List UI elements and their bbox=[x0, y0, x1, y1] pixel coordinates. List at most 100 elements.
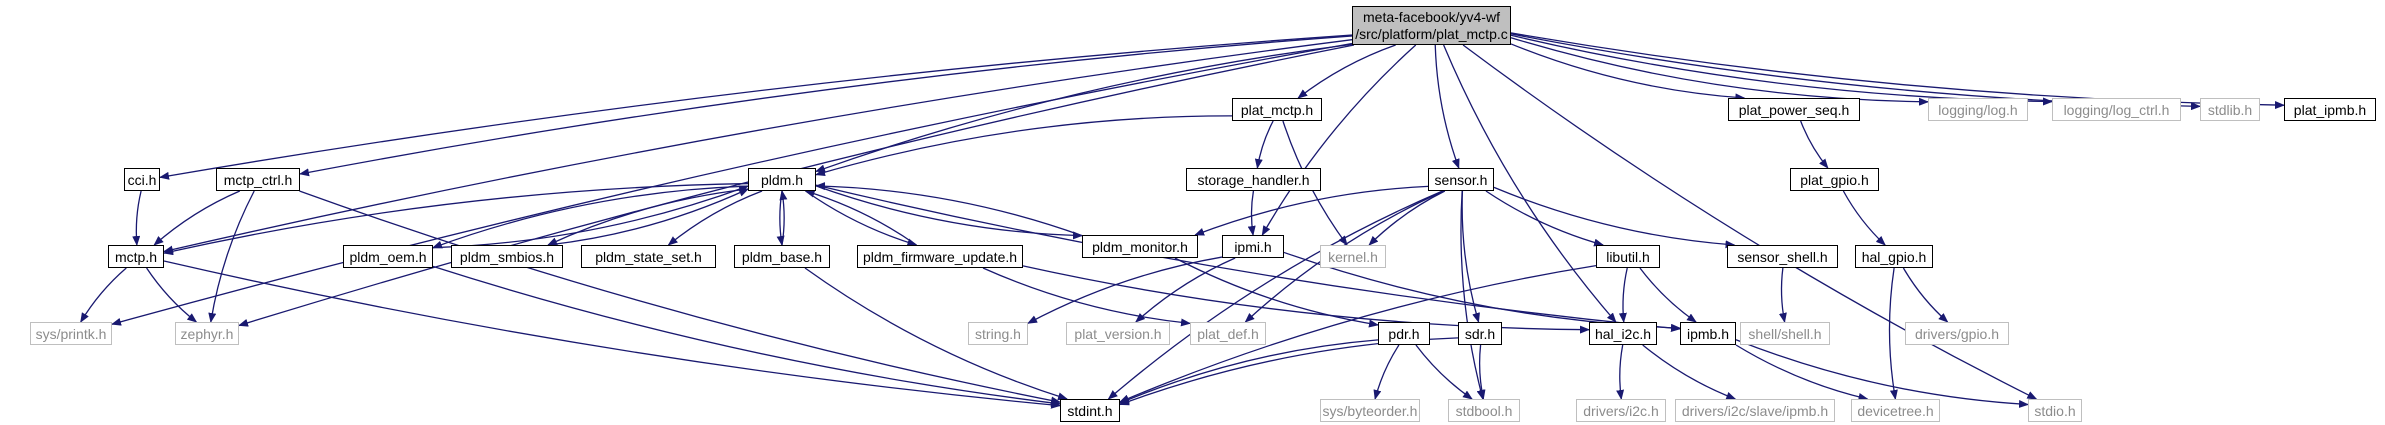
node-ipmb-h[interactable]: ipmb.h bbox=[1680, 322, 1736, 345]
edge-libutil-h-to-hal-i2c-h bbox=[1618, 267, 1628, 323]
edge-root-to-plat-mctp-h bbox=[1297, 44, 1396, 99]
edge-ipmi-h-to-plat-version-h bbox=[1135, 257, 1236, 323]
edge-mctp-h-to-sys-printk-h bbox=[80, 267, 127, 323]
node-pldm-base-h[interactable]: pldm_base.h bbox=[734, 245, 830, 268]
root-line-1: meta-facebook/yv4-wf bbox=[1363, 8, 1500, 25]
edge-pldm-firmware-update-h-to-plat-def-h bbox=[982, 267, 1191, 327]
edge-root-to-cci-h bbox=[159, 34, 1353, 180]
node-cci-h[interactable]: cci.h bbox=[124, 168, 160, 191]
node-drivers-i2c-slave-ipmb-h[interactable]: drivers/i2c/slave/ipmb.h bbox=[1675, 399, 1835, 422]
node-pldm-state-set-h[interactable]: pldm_state_set.h bbox=[581, 245, 716, 268]
edge-sensor-h-to-sensor-shell-h bbox=[1493, 186, 1736, 249]
edge-pldm-h-to-pldm-firmware-update-h bbox=[805, 190, 918, 247]
edge-plat-mctp-h-to-storage-handler-h bbox=[1254, 120, 1274, 169]
node-stdlib-h[interactable]: stdlib.h bbox=[2200, 98, 2260, 121]
edge-sensor-h-to-stdint-h bbox=[1107, 190, 1443, 400]
node-plat-gpio-h[interactable]: plat_gpio.h bbox=[1790, 168, 1879, 191]
edge-pldm-h-to-pldm-oem-h bbox=[432, 185, 749, 249]
node-mctp-h[interactable]: mctp.h bbox=[108, 245, 164, 268]
node-string-h[interactable]: string.h bbox=[968, 322, 1028, 345]
edge-root-to-sys-printk-h bbox=[111, 42, 1353, 326]
node-plat-power-seq-h[interactable]: plat_power_seq.h bbox=[1728, 98, 1860, 121]
node-hal-i2c-h[interactable]: hal_i2c.h bbox=[1589, 322, 1657, 345]
edge-pldm-oem-h-to-stdint-h bbox=[432, 265, 1061, 407]
node-zephyr-h[interactable]: zephyr.h bbox=[175, 322, 239, 345]
edge-root-to-stdio-h bbox=[1462, 44, 2038, 400]
edge-mctp-ctrl-h-to-stdint-h bbox=[299, 190, 1061, 405]
edge-root-to-plat-power-seq-h bbox=[1510, 43, 1746, 102]
edge-pldm-base-h-to-pldm-h bbox=[779, 190, 788, 246]
edge-ipmb-h-to-devicetree-h bbox=[1735, 344, 1869, 401]
edge-ipmi-h-to-string-h bbox=[1027, 256, 1223, 324]
edge-pldm-h-to-pldm-monitor-h bbox=[815, 185, 1083, 240]
edge-mctp-h-to-stdint-h bbox=[163, 260, 1061, 409]
edge-mctp-ctrl-h-to-zephyr-h bbox=[208, 190, 255, 323]
node-libutil-h[interactable]: libutil.h bbox=[1596, 245, 1660, 268]
edge-pldm-h-to-pldm-smbios-h bbox=[547, 188, 749, 246]
root-line-2: /src/platform/plat_mctp.c bbox=[1355, 25, 1508, 42]
edge-hal-i2c-h-to-drivers-i2c-h bbox=[1616, 344, 1625, 400]
edge-root-to-sensor-h bbox=[1434, 44, 1460, 169]
edge-pldm-h-to-pldm-state-set-h bbox=[667, 190, 763, 246]
edge-ipmb-h-to-stdio-h bbox=[1735, 339, 2029, 408]
edge-pldm-firmware-update-h-to-pldm-h bbox=[804, 189, 917, 246]
edge-pldm-h-to-ipmb-h bbox=[815, 184, 1681, 332]
edge-plat-gpio-h-to-hal-gpio-h bbox=[1842, 190, 1886, 246]
node-mctp-ctrl-h[interactable]: mctp_ctrl.h bbox=[216, 168, 300, 191]
edge-plat-mctp-h-to-pldm-h bbox=[815, 115, 1233, 177]
edge-mctp-ctrl-h-to-mctp-h bbox=[153, 190, 241, 246]
edge-pldm-smbios-h-to-pldm-h bbox=[547, 188, 749, 246]
node-sys-byteorder-h[interactable]: sys/byteorder.h bbox=[1320, 399, 1420, 422]
edge-storage-handler-h-to-ipmi-h bbox=[1247, 190, 1256, 236]
node-logging-log-h[interactable]: logging/log.h bbox=[1928, 98, 2028, 121]
node-stdbool-h[interactable]: stdbool.h bbox=[1448, 399, 1520, 422]
edge-sensor-h-to-stdbool-h bbox=[1460, 190, 1485, 400]
edge-hal-gpio-h-to-drivers-gpio-h bbox=[1902, 267, 1949, 323]
node-ipmi-h[interactable]: ipmi.h bbox=[1222, 235, 1284, 258]
node-stdio-h[interactable]: stdio.h bbox=[2028, 399, 2082, 422]
node-pdr-h[interactable]: pdr.h bbox=[1378, 322, 1430, 345]
node-logging-log-ctrl-h[interactable]: logging/log_ctrl.h bbox=[2052, 98, 2181, 121]
node-plat-mctp-h[interactable]: plat_mctp.h bbox=[1232, 98, 1322, 121]
edge-pldm-monitor-h-to-pldm-h bbox=[815, 182, 1083, 237]
node-pldm-firmware-update-h[interactable]: pldm_firmware_update.h bbox=[857, 245, 1023, 268]
node-devicetree-h[interactable]: devicetree.h bbox=[1851, 399, 1940, 422]
node-plat-ipmb-h[interactable]: plat_ipmb.h bbox=[2284, 98, 2376, 121]
edge-pdr-h-to-sys-byteorder-h bbox=[1373, 344, 1400, 400]
node-pldm-oem-h[interactable]: pldm_oem.h bbox=[343, 245, 433, 268]
node-sys-printk-h[interactable]: sys/printk.h bbox=[30, 322, 112, 345]
node-sensor-h[interactable]: sensor.h bbox=[1428, 168, 1494, 191]
node-stdint-h[interactable]: stdint.h bbox=[1060, 399, 1120, 422]
edge-root-to-mctp-ctrl-h bbox=[299, 35, 1353, 177]
node-sdr-h[interactable]: sdr.h bbox=[1458, 322, 1502, 345]
node-storage-handler-h[interactable]: storage_handler.h bbox=[1186, 168, 1321, 191]
node-drivers-gpio-h[interactable]: drivers/gpio.h bbox=[1905, 322, 2009, 345]
node-plat-def-h[interactable]: plat_def.h bbox=[1190, 322, 1266, 345]
node-pldm-monitor-h[interactable]: pldm_monitor.h bbox=[1082, 235, 1198, 258]
edge-libutil-h-to-stdint-h bbox=[1119, 265, 1597, 403]
edge-sdr-h-to-stdbool-h bbox=[1477, 344, 1486, 400]
edge-hal-gpio-h-to-devicetree-h bbox=[1888, 267, 1898, 400]
edge-sensor-shell-h-to-shell-shell-h bbox=[1778, 267, 1787, 323]
edge-hal-i2c-h-to-drivers-i2c-slave-ipmb-h bbox=[1642, 344, 1737, 400]
edge-mctp-h-to-zephyr-h bbox=[146, 267, 198, 323]
node-shell-shell-h[interactable]: shell/shell.h bbox=[1740, 322, 1830, 345]
node-plat-mctp-c: meta-facebook/yv4-wf /src/platform/plat_… bbox=[1352, 6, 1511, 45]
edge-pdr-h-to-stdint-h bbox=[1119, 339, 1379, 404]
edge-cci-h-to-mctp-h bbox=[132, 190, 142, 246]
edge-sensor-h-to-sdr-h bbox=[1461, 190, 1480, 323]
node-pldm-smbios-h[interactable]: pldm_smbios.h bbox=[451, 245, 563, 268]
edge-root-to-hal-i2c-h bbox=[1443, 44, 1617, 323]
node-sensor-shell-h[interactable]: sensor_shell.h bbox=[1727, 245, 1838, 268]
node-hal-gpio-h[interactable]: hal_gpio.h bbox=[1855, 245, 1933, 268]
node-pldm-h[interactable]: pldm.h bbox=[748, 168, 816, 191]
edge-pldm-firmware-update-h-to-hal-i2c-h bbox=[1022, 265, 1590, 334]
edge-root-to-mctp-h bbox=[163, 39, 1353, 254]
edge-sensor-h-to-libutil-h bbox=[1485, 190, 1605, 247]
edge-plat-power-seq-h-to-plat-gpio-h bbox=[1800, 120, 1829, 169]
node-plat-version-h[interactable]: plat_version.h bbox=[1066, 322, 1170, 345]
edge-pldm-h-to-mctp-h bbox=[163, 182, 749, 256]
node-kernel-h[interactable]: kernel.h bbox=[1320, 245, 1386, 268]
node-drivers-i2c-h[interactable]: drivers/i2c.h bbox=[1576, 399, 1666, 422]
